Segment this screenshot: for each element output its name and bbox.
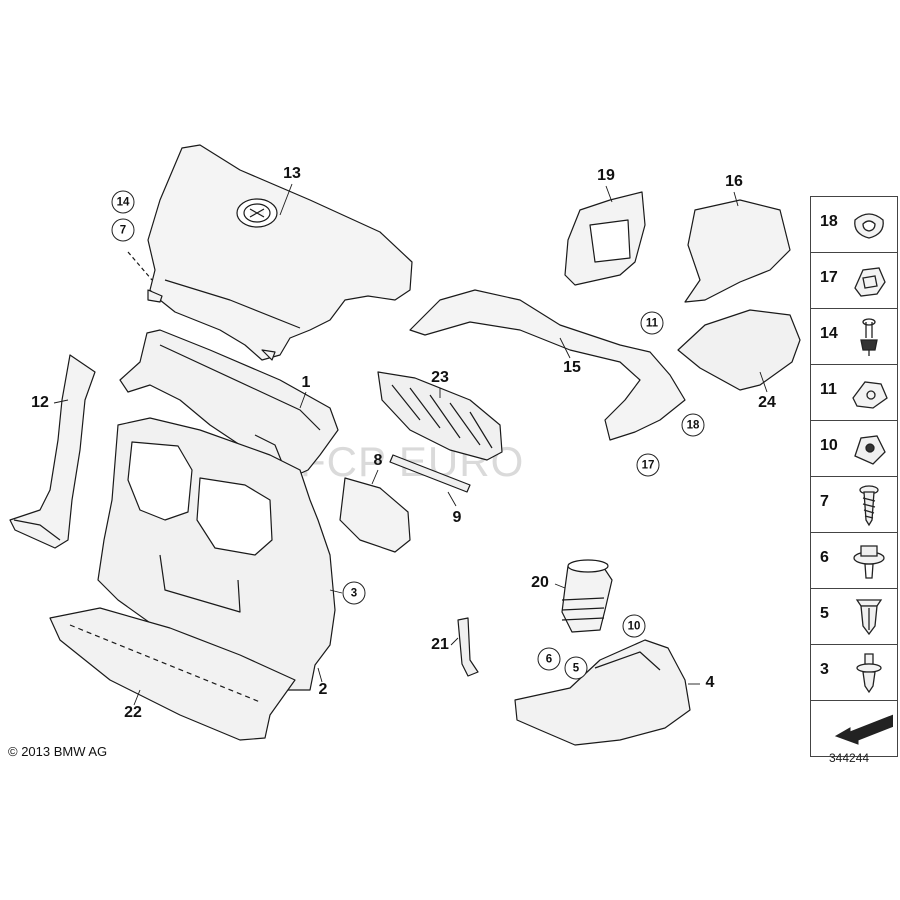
part-23-grille (377, 371, 503, 461)
callout-2: 2 (318, 681, 328, 698)
circled-callout-11: 11 (640, 311, 664, 335)
callout-19: 19 (597, 167, 615, 184)
callout-13: 13 (283, 165, 301, 182)
callout-4: 4 (705, 674, 715, 691)
legend-number: 17 (820, 269, 838, 286)
legend-number: 7 (820, 493, 829, 510)
part-22-lower-deflector (49, 607, 296, 741)
self-tapping-screw-icon (859, 485, 879, 527)
circled-callout-14: 14 (111, 190, 135, 214)
parts-legend: 18 17 14 11 (810, 196, 898, 757)
legend-row-arrow (811, 701, 897, 757)
legend-row-18: 18 (811, 197, 897, 253)
callout-22: 22 (124, 704, 142, 721)
part-13-engine-cover (147, 144, 413, 361)
callout-24: 24 (758, 394, 776, 411)
leader-lines (53, 183, 768, 706)
legend-number: 5 (820, 605, 829, 622)
legend-number: 11 (820, 381, 837, 398)
callout-20: 20 (531, 574, 549, 591)
legend-row-11: 11 (811, 365, 897, 421)
part-2-air-duct (97, 417, 336, 691)
diagram-reference-number: 344244 (829, 751, 870, 765)
legend-number: 14 (820, 325, 838, 342)
circled-callout-5: 5 (564, 656, 588, 680)
circled-callout-7: 7 (111, 218, 135, 242)
screw-pin-icon (860, 318, 878, 356)
push-rivet-icon (856, 653, 882, 694)
legend-number: 6 (820, 549, 829, 566)
circled-callout-10: 10 (622, 614, 646, 638)
grommet-icon (854, 213, 884, 239)
callout-23: 23 (431, 369, 449, 386)
callout-1: 1 (301, 374, 311, 391)
part-21-holder (457, 617, 479, 677)
spring-nut-icon (852, 381, 888, 409)
part-15-air-duct (409, 289, 686, 441)
circled-callout-3: 3 (342, 581, 366, 605)
legend-number: 18 (820, 213, 838, 230)
part-20-hose (561, 559, 613, 633)
part-19-bracket (564, 191, 646, 286)
speed-nut-icon (854, 435, 886, 465)
callout-21: 21 (431, 636, 449, 653)
copyright-notice: © 2013 BMW AG (8, 744, 108, 759)
legend-row-10: 10 (811, 421, 897, 477)
clip-nut-icon (854, 267, 886, 297)
part-24-duct (677, 309, 801, 391)
circled-callout-6: 6 (537, 647, 561, 671)
expanding-nut-icon (855, 599, 883, 636)
callout-15: 15 (563, 359, 581, 376)
collar-screw-icon (853, 545, 885, 579)
legend-row-14: 14 (811, 309, 897, 365)
callout-16: 16 (725, 173, 743, 190)
callout-12: 12 (31, 394, 49, 411)
part-8-cover-panel (339, 477, 411, 553)
direction-arrow-icon (834, 714, 893, 745)
legend-number: 3 (820, 661, 829, 678)
legend-row-5: 5 (811, 589, 897, 645)
legend-row-17: 17 (811, 253, 897, 309)
circled-callout-18: 18 (681, 413, 705, 437)
legend-row-7: 7 (811, 477, 897, 533)
callout-9: 9 (452, 509, 462, 526)
legend-row-3: 3 (811, 645, 897, 701)
legend-number: 10 (820, 437, 838, 454)
part-9-seal-strip (389, 454, 471, 493)
part-16-duct (684, 199, 791, 303)
legend-row-6: 6 (811, 533, 897, 589)
part-4-lower-air-duct (514, 639, 691, 746)
part-12-side-air-guide (9, 354, 96, 549)
callout-8: 8 (373, 452, 383, 469)
circled-callout-17: 17 (636, 453, 660, 477)
